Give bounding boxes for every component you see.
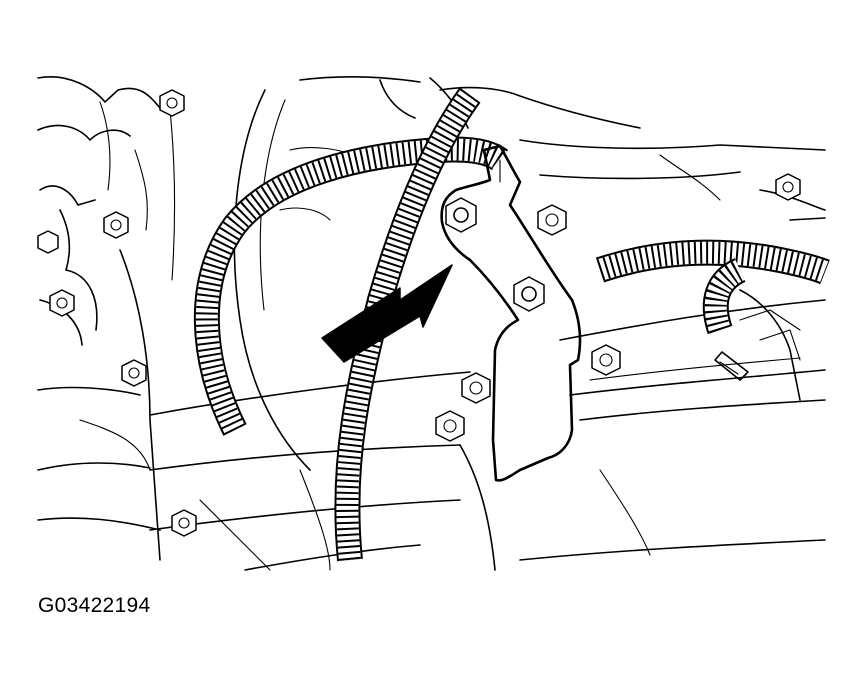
bolt — [159, 89, 185, 117]
bolt — [591, 344, 621, 376]
bolt — [121, 359, 147, 387]
bolt — [171, 509, 197, 537]
bolt — [103, 211, 129, 239]
engine-block-outline — [37, 76, 826, 571]
bolts — [37, 89, 801, 537]
bracket-bolt-lower — [513, 276, 545, 312]
connector — [714, 309, 801, 381]
bolt — [49, 289, 75, 317]
bolt — [537, 204, 567, 236]
bolt — [461, 372, 491, 404]
figure-code: G03422194 — [38, 594, 151, 617]
bracket-bolt-upper — [445, 197, 477, 233]
bracket — [440, 144, 582, 482]
bolt — [37, 230, 59, 254]
bolt — [775, 173, 801, 201]
bolt — [435, 410, 465, 442]
wiring-harness — [193, 87, 830, 562]
pointer-arrow — [321, 264, 453, 363]
